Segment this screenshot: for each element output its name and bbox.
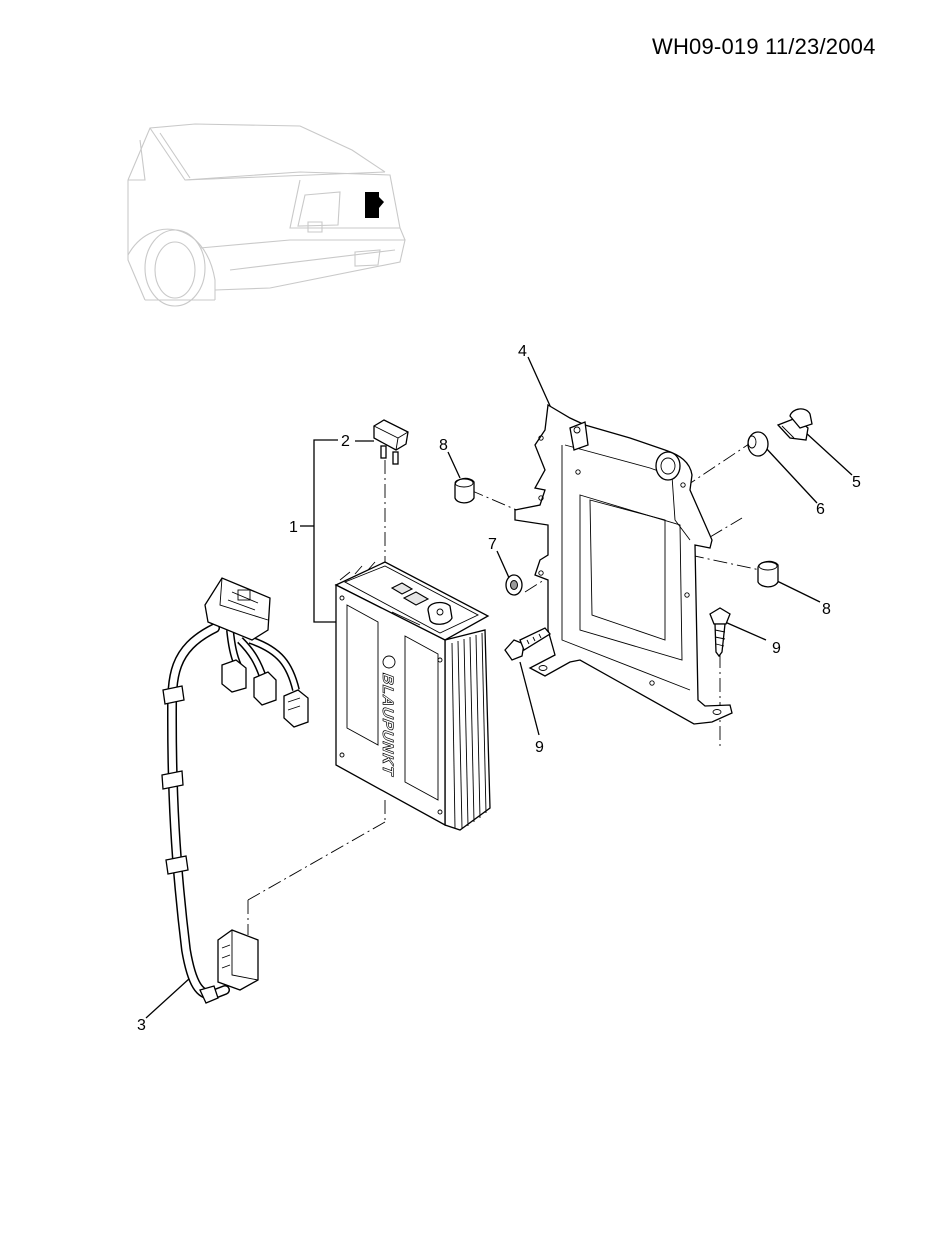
callout-9-right: 9 <box>772 640 781 657</box>
callout-2: 2 <box>341 433 350 450</box>
screw-right <box>709 607 731 658</box>
callout-3: 3 <box>137 1017 146 1034</box>
nut-lower <box>757 560 779 588</box>
amplifier-location-marker <box>365 192 379 218</box>
callout-4: 4 <box>518 343 527 360</box>
washer <box>505 574 523 596</box>
mounting-bracket <box>514 403 733 725</box>
callout-1: 1 <box>289 519 298 536</box>
grommet <box>747 431 769 457</box>
amplifier-module: BLAUPUNKT <box>334 561 491 831</box>
drawing-reference: WH09-019 11/23/2004 <box>652 34 876 59</box>
callout-7: 7 <box>488 536 497 553</box>
callout-8-lower: 8 <box>822 601 831 618</box>
callout-labels: 1 2 3 4 5 6 7 8 8 9 9 <box>137 343 861 1034</box>
callout-9-lower: 9 <box>535 739 544 756</box>
callout-5: 5 <box>852 474 861 491</box>
vehicle-locator-illustration <box>127 123 406 307</box>
callout-6: 6 <box>816 501 825 518</box>
fuse <box>373 419 409 465</box>
callout-8-upper: 8 <box>439 437 448 454</box>
nut-upper <box>454 477 475 504</box>
screw-lower-left <box>504 627 551 661</box>
leader-lines <box>145 356 853 1019</box>
wiring-harness <box>161 577 309 1004</box>
amplifier-brand-label: BLAUPUNKT <box>379 671 395 779</box>
bolt <box>776 408 813 441</box>
